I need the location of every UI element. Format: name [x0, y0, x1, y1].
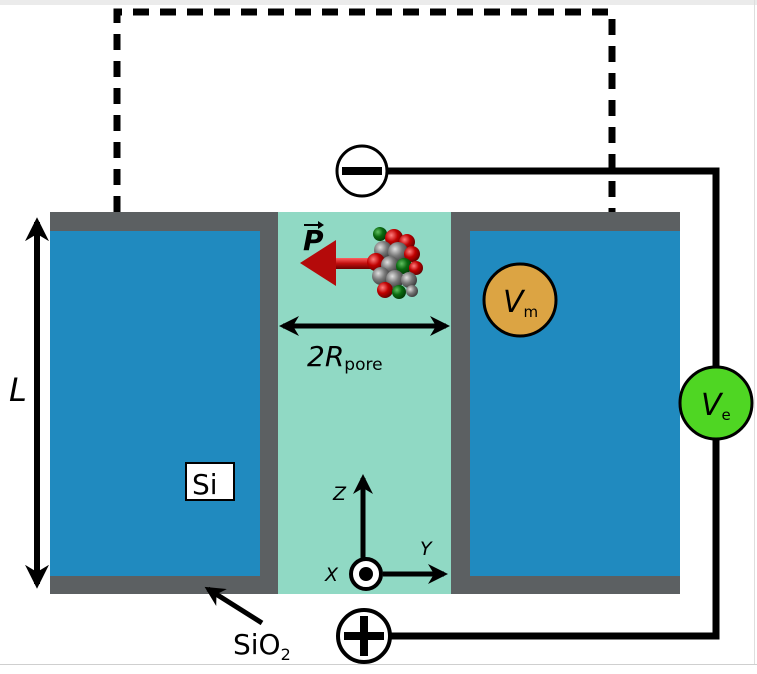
axis-x-label: X — [324, 564, 339, 586]
negative-terminal-icon — [335, 144, 389, 198]
ve-label: Ve — [701, 388, 731, 424]
right-membrane — [451, 212, 680, 594]
dipole-label: P — [303, 224, 324, 257]
external-voltage-icon — [678, 365, 754, 441]
membrane-voltage-icon — [482, 262, 558, 338]
coordinate-axes — [349, 474, 448, 591]
length-label: L — [9, 371, 27, 409]
pore-width-label: 2Rpore — [307, 340, 383, 375]
oxide-label: SiO2 — [233, 628, 291, 664]
oxide-pointer-arrow — [204, 586, 264, 626]
axis-y-label: Y — [420, 538, 433, 560]
silicon-label: Si — [192, 468, 218, 501]
left-membrane — [50, 212, 278, 594]
positive-terminal-icon — [336, 608, 392, 664]
dipole-arrow — [300, 240, 378, 286]
dashed-circuit-line — [113, 8, 616, 212]
vm-label: Vm — [503, 285, 538, 321]
vector-arrow-icon — [304, 221, 324, 229]
molecule-icon — [367, 227, 423, 299]
bottom-border — [0, 664, 757, 665]
right-border — [754, 0, 755, 664]
top-border — [0, 0, 757, 5]
silicon-label-box — [185, 462, 235, 501]
axis-z-label: Z — [332, 483, 347, 505]
